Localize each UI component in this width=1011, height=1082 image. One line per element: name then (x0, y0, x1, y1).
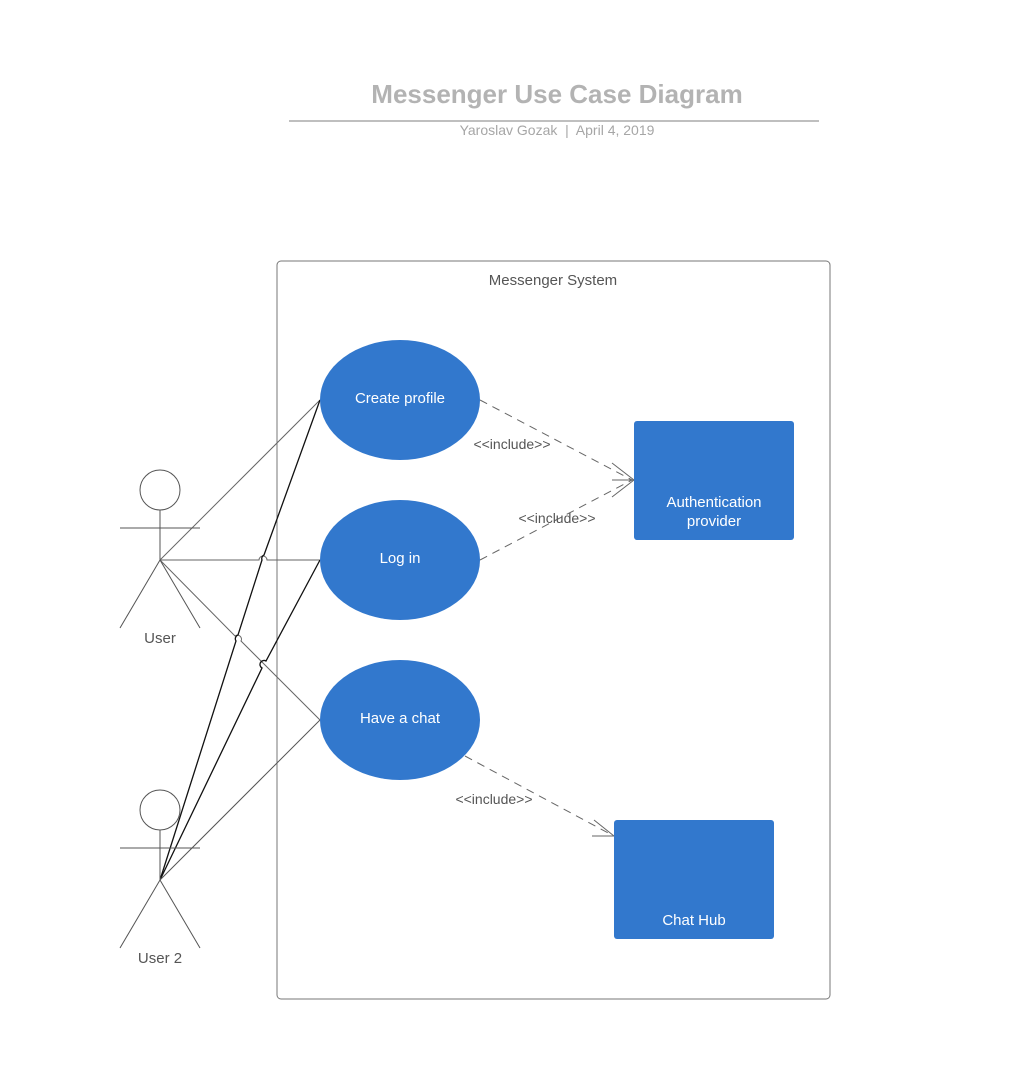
actor-left-leg (119, 559, 161, 629)
include-log-in-auth[interactable] (479, 479, 633, 561)
component-label: Chat Hub (662, 912, 725, 929)
use-case-ellipse[interactable] (320, 340, 480, 460)
actor-left-leg (119, 879, 161, 949)
diagram-title: Messenger Use Case Diagram (371, 79, 742, 109)
use-case-ellipse[interactable] (320, 660, 480, 780)
actor-user2-label: User 2 (138, 950, 182, 967)
use-case-ellipse[interactable] (320, 500, 480, 620)
use-case-log-in[interactable]: Log in (320, 500, 480, 620)
use-case-label: Have a chat (360, 710, 441, 727)
association-user-have-chat[interactable] (159, 559, 321, 721)
diagram-subtitle: Yaroslav Gozak | April 4, 2019 (460, 122, 655, 138)
actor-head (139, 469, 181, 511)
actor-user-label: User (144, 630, 176, 647)
include-label-log-in: <<include>> (518, 510, 595, 526)
use-case-have-chat[interactable]: Have a chat (320, 660, 480, 780)
user2-associations (159, 399, 321, 881)
actor-user[interactable] (119, 469, 201, 629)
system-label: Messenger System (489, 272, 617, 289)
component-auth-provider[interactable]: Authentication provider (634, 421, 794, 540)
component-box[interactable] (614, 820, 774, 939)
include-label-have-chat: <<include>> (455, 791, 532, 807)
association-user2-have-chat[interactable] (159, 719, 321, 881)
component-box[interactable] (634, 421, 794, 540)
include-label-create-profile: <<include>> (473, 436, 550, 452)
include-create-profile-auth[interactable] (479, 399, 633, 481)
component-chat-hub[interactable]: Chat Hub (614, 820, 774, 939)
use-case-create-profile[interactable]: Create profile (320, 340, 480, 460)
component-label-line-1: Authentication (666, 494, 761, 511)
component-label-line-2: provider (687, 513, 741, 530)
association-user-create-profile[interactable] (159, 399, 321, 561)
association-user2-create-profile[interactable] (159, 399, 321, 881)
actor-head (139, 789, 181, 831)
actor-user2[interactable] (119, 789, 201, 949)
association-user2-log-in[interactable] (159, 559, 321, 881)
actor-right-leg (159, 559, 201, 629)
actor-right-leg (159, 879, 201, 949)
use-case-label: Log in (380, 550, 421, 567)
use-case-label: Create profile (355, 390, 445, 407)
